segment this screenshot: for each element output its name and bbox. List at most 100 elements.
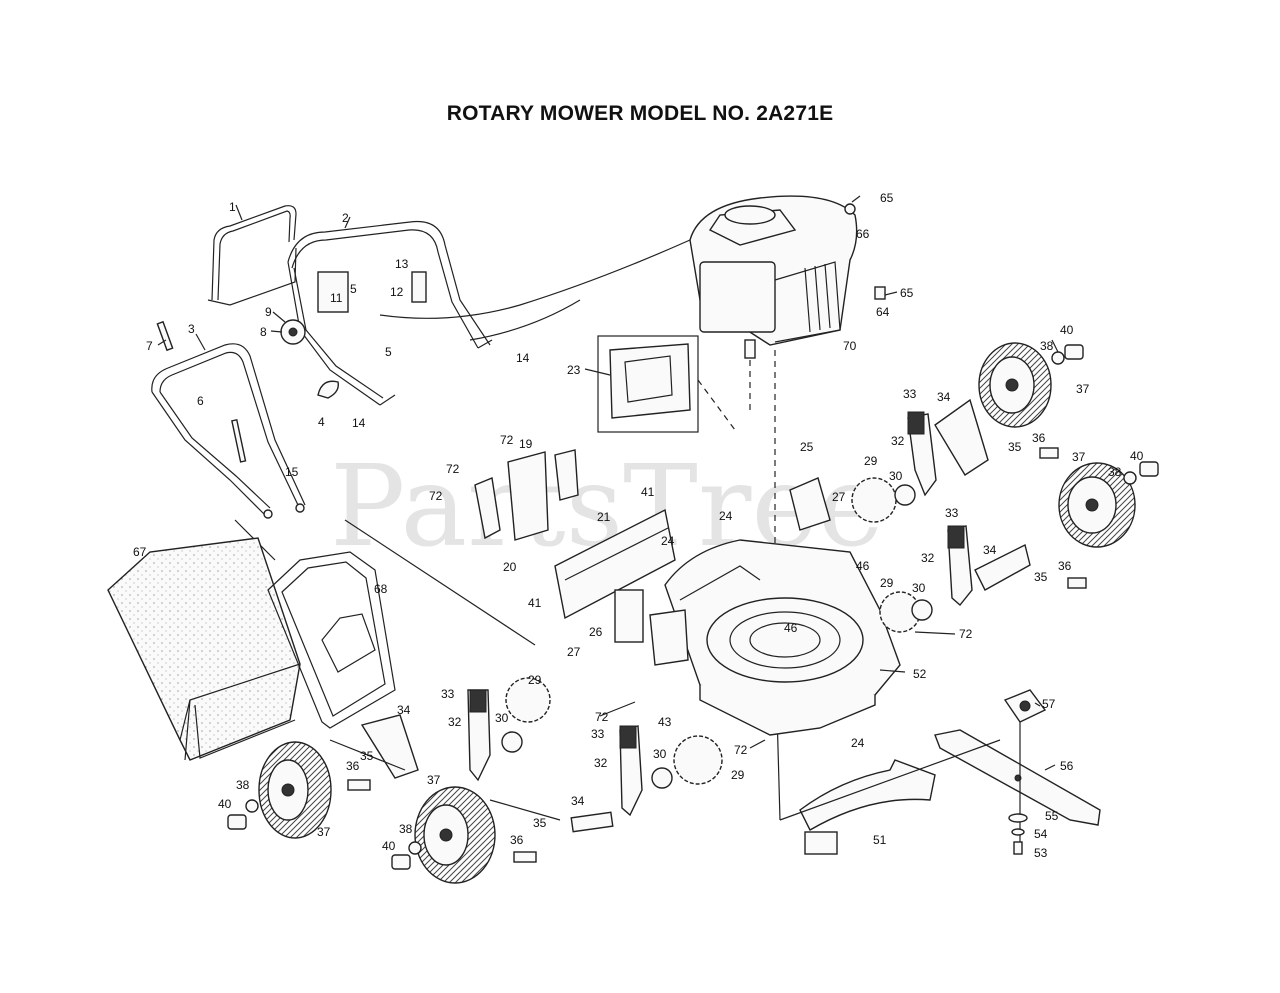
- callout-label: 55: [1045, 809, 1059, 823]
- callout-label: 72: [446, 462, 460, 476]
- callout-label: 35: [1008, 440, 1022, 454]
- callout-label: 70: [843, 339, 857, 353]
- callout-label: 6: [197, 394, 204, 408]
- callout-label: 29: [880, 576, 894, 590]
- callout-label: 1: [229, 200, 236, 214]
- callout-label: 37: [1072, 450, 1086, 464]
- callout-label: 14: [352, 416, 366, 430]
- callout-label: 36: [510, 833, 524, 847]
- leader-lines: [157, 195, 1059, 771]
- callout-label: 35: [360, 749, 374, 763]
- blade-adapter: [1003, 689, 1047, 723]
- wheel-front-left: [391, 786, 496, 884]
- callout-label: 32: [448, 715, 462, 729]
- callout-label: 5: [385, 345, 392, 359]
- callout-label: 72: [595, 710, 609, 724]
- callout-label: 46: [856, 559, 870, 573]
- callout-label: 25: [800, 440, 814, 454]
- callout-label: 7: [146, 339, 153, 353]
- callout-label: 53: [1034, 846, 1048, 860]
- callout-label: 30: [495, 711, 509, 725]
- callout-labels: 1 2 3 4 5 5 6 7 8 9 11 12 13 14 14 15 19…: [133, 191, 1144, 860]
- callout-label: 33: [591, 727, 605, 741]
- callout-label: 33: [903, 387, 917, 401]
- callout-label: 27: [567, 645, 581, 659]
- callout-label: 13: [395, 257, 409, 271]
- callout-label: 56: [1060, 759, 1074, 773]
- callout-label: 72: [734, 743, 748, 757]
- height-adjuster-rear-right: [907, 398, 989, 497]
- callout-label: 72: [959, 627, 973, 641]
- callout-label: 29: [731, 768, 745, 782]
- callout-label: 37: [1076, 382, 1090, 396]
- callout-label: 29: [864, 454, 878, 468]
- height-adjuster-front-left: [619, 725, 643, 817]
- callout-label: 35: [1034, 570, 1048, 584]
- callout-label: 34: [571, 794, 585, 808]
- callout-label: 66: [856, 227, 870, 241]
- handle-hardware: [156, 271, 427, 463]
- callout-label: 35: [533, 816, 547, 830]
- callout-label: 34: [937, 390, 951, 404]
- adjuster-gears: [501, 477, 933, 789]
- callout-label: 37: [427, 773, 441, 787]
- rear-hinge-brackets: [474, 449, 579, 541]
- wheel-front-right: [1058, 461, 1159, 548]
- callout-label: 40: [218, 797, 232, 811]
- callout-label: 30: [653, 747, 667, 761]
- callout-label: 38: [1108, 465, 1122, 479]
- callout-label: 43: [658, 715, 672, 729]
- callout-label: 12: [390, 285, 404, 299]
- callout-label: 33: [441, 687, 455, 701]
- callout-label: 40: [382, 839, 396, 853]
- callout-label: 9: [265, 305, 272, 319]
- callout-label: 36: [1032, 431, 1046, 445]
- mulch-baffle: [799, 759, 936, 855]
- lower-handle: [151, 343, 306, 519]
- callout-label: 52: [913, 667, 927, 681]
- callout-label: 38: [236, 778, 250, 792]
- callout-label: 54: [1034, 827, 1048, 841]
- callout-label: 2: [342, 211, 349, 225]
- callout-label: 65: [880, 191, 894, 205]
- deflector-inset: [597, 335, 699, 433]
- callout-label: 36: [346, 759, 360, 773]
- callout-label: 33: [945, 506, 959, 520]
- callout-label: 29: [528, 673, 542, 687]
- control-cable: [379, 239, 691, 341]
- callout-label: 26: [589, 625, 603, 639]
- callout-label: 27: [832, 490, 846, 504]
- callout-label: 8: [260, 325, 267, 339]
- callout-label: 41: [641, 485, 655, 499]
- callout-label: 30: [912, 581, 926, 595]
- callout-label: 32: [594, 756, 608, 770]
- callout-label: 38: [399, 822, 413, 836]
- callout-label: 23: [567, 363, 581, 377]
- engine: [689, 195, 886, 359]
- grass-bag: [107, 537, 301, 761]
- callout-label: 21: [597, 510, 611, 524]
- wheel-rear-right: [978, 342, 1084, 428]
- blade-hardware: [1008, 813, 1028, 855]
- callout-label: 57: [1042, 697, 1056, 711]
- wheel-rear-left: [227, 741, 332, 839]
- callout-label: 36: [1058, 559, 1072, 573]
- callout-label: 38: [1040, 339, 1054, 353]
- callout-label: 24: [719, 509, 733, 523]
- callout-label: 72: [500, 433, 514, 447]
- bag-frame: [267, 551, 396, 729]
- callout-label: 65: [900, 286, 914, 300]
- callout-label: 14: [516, 351, 530, 365]
- callout-label: 51: [873, 833, 887, 847]
- callout-label: 15: [285, 465, 299, 479]
- callout-label: 40: [1130, 449, 1144, 463]
- callout-label: 5: [350, 282, 357, 296]
- callout-label: 40: [1060, 323, 1074, 337]
- callout-label: 37: [317, 825, 331, 839]
- callout-label: 24: [851, 736, 865, 750]
- callout-label: 41: [528, 596, 542, 610]
- height-adjuster-front-right: [947, 525, 1031, 607]
- callout-label: 34: [397, 703, 411, 717]
- callout-label: 19: [519, 437, 533, 451]
